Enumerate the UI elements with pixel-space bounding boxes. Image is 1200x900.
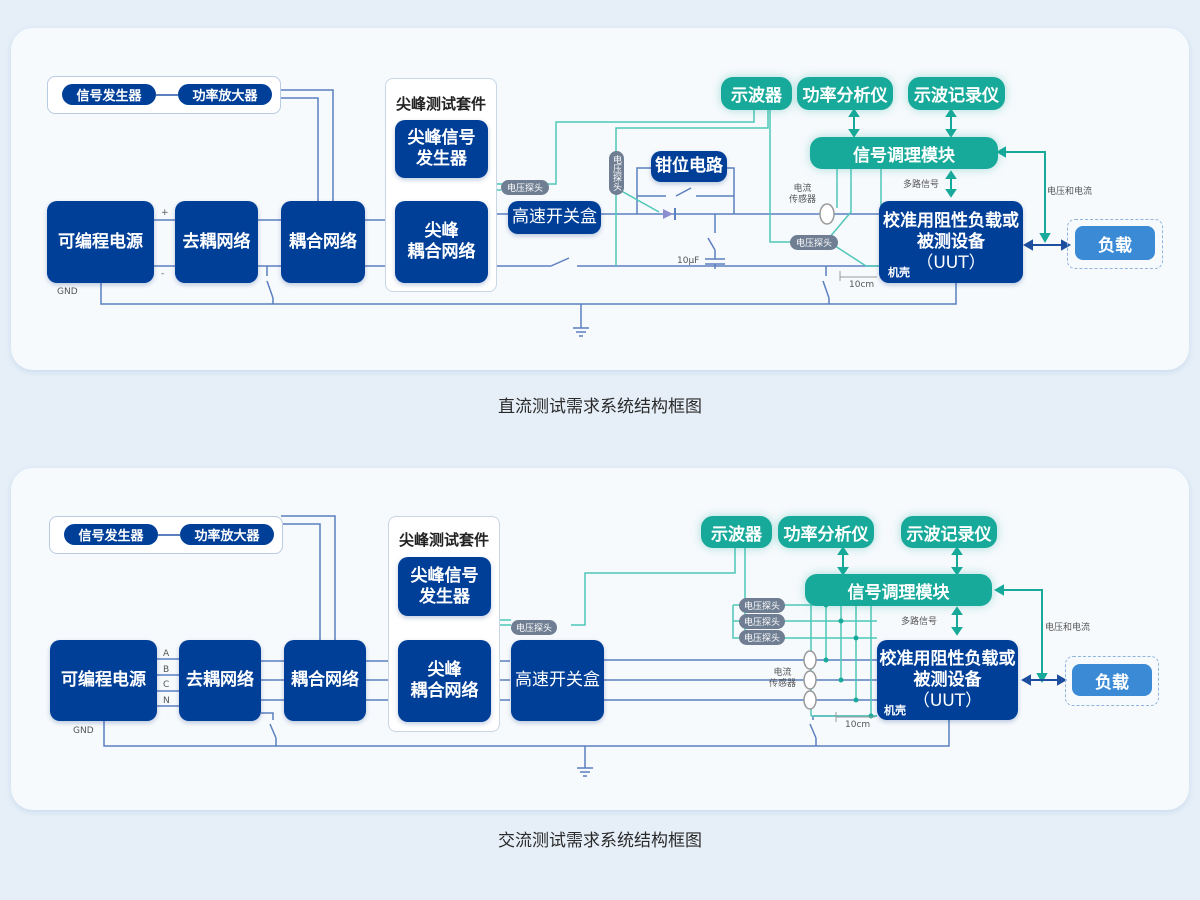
current-sensor-icon xyxy=(819,203,835,225)
spike-test-suite: 尖峰测试套件 尖峰信号 发生器 尖峰 耦合网络 xyxy=(385,78,497,292)
ac-current-sensor-line1: 电流 xyxy=(773,668,792,678)
uut-line1: 校准用阻性负载或 xyxy=(883,210,1019,231)
ac-load-frame: 负载 xyxy=(1065,656,1159,706)
ac-spike-generator-line1: 尖峰信号 xyxy=(410,565,479,586)
ac-spike-coupling-block: 尖峰 耦合网络 xyxy=(398,640,491,722)
ac-distance-label: 10cm xyxy=(845,720,871,730)
high-speed-switch-box: 高速开关盒 xyxy=(508,201,601,234)
spike-coupling-line1: 尖峰 xyxy=(424,221,459,241)
ac-voltage-probe-1: 电压探头 xyxy=(739,598,785,613)
ac-voltage-probe-3: 电压探头 xyxy=(739,630,785,645)
phase-n-label: N xyxy=(163,696,170,706)
uut-line3: （UUT） xyxy=(916,252,986,273)
ac-multi-signal-label: 多路信号 xyxy=(901,617,938,627)
uut-block: 校准用阻性负载或 被测设备 （UUT） xyxy=(879,201,1023,283)
diode-icon xyxy=(663,209,673,219)
ac-caption: 交流测试需求系统结构框图 xyxy=(498,831,702,851)
plus-label: + xyxy=(161,208,169,218)
oscilloscope-block: 示波器 xyxy=(721,77,792,110)
ac-load-block: 负载 xyxy=(1072,664,1152,696)
ac-signal-generator-block: 信号发生器 xyxy=(64,524,158,545)
ac-coupling-network-block: 耦合网络 xyxy=(284,640,366,721)
ac-gnd-label: GND xyxy=(73,726,94,736)
ac-current-sensor-label: 电流 传感器 xyxy=(769,668,796,690)
ac-spike-generator-block: 尖峰信号 发生器 xyxy=(398,557,491,616)
suite-title: 尖峰测试套件 xyxy=(395,95,486,113)
decoupling-network-block: 去耦网络 xyxy=(175,201,258,283)
ac-oscilloscope-block: 示波器 xyxy=(701,516,772,548)
dc-caption: 直流测试需求系统结构框图 xyxy=(498,397,702,417)
spike-generator-line1: 尖峰信号 xyxy=(407,128,476,148)
ac-spike-coupling-line2: 耦合网络 xyxy=(410,681,479,701)
ac-high-speed-switch-box: 高速开关盒 xyxy=(511,640,604,721)
signal-source-group: 信号发生器 功率放大器 xyxy=(47,76,281,114)
voltage-probe-vertical: 电压探头 xyxy=(609,151,624,195)
ac-volt-current-label: 电压和电流 xyxy=(1045,623,1091,633)
ac-power-analyzer-block: 功率分析仪 xyxy=(778,516,874,548)
current-sensor-line1: 电流 xyxy=(793,184,812,194)
power-amplifier-block: 功率放大器 xyxy=(178,84,272,105)
spike-coupling-block: 尖峰 耦合网络 xyxy=(395,201,488,283)
voltage-probe-label: 电压探头 xyxy=(501,180,549,195)
ac-current-sensor-line2: 传感器 xyxy=(769,679,797,689)
ac-uut-line1: 校准用阻性负载或 xyxy=(879,648,1016,669)
ac-recorder-block: 示波记录仪 xyxy=(901,516,997,548)
recorder-block: 示波记录仪 xyxy=(908,77,1005,110)
programmable-supply-block: 可编程电源 xyxy=(47,201,154,283)
spike-coupling-line2: 耦合网络 xyxy=(407,242,476,262)
ac-uut-line3: （UUT） xyxy=(912,690,983,711)
dc-wiring xyxy=(100,89,1072,337)
ac-programmable-supply-block: 可编程电源 xyxy=(50,640,157,721)
capacitor-label: 10μF xyxy=(677,256,700,266)
ac-signal-source-group: 信号发生器 功率放大器 xyxy=(49,516,283,554)
ac-spike-generator-line2: 发生器 xyxy=(419,586,470,607)
coupling-network-block: 耦合网络 xyxy=(281,201,365,283)
current-sensor-label: 电流 传感器 xyxy=(789,184,816,206)
ac-uut-line2: 被测设备 xyxy=(913,669,982,690)
ac-suite-title: 尖峰测试套件 xyxy=(398,531,489,549)
current-sensor-b-icon xyxy=(803,670,817,690)
amp-to-coupling-wire xyxy=(279,89,334,201)
ac-spike-test-suite: 尖峰测试套件 尖峰信号 发生器 尖峰 耦合网络 xyxy=(388,516,500,732)
signal-generator-block: 信号发生器 xyxy=(62,84,156,105)
phase-a-label: A xyxy=(163,649,170,659)
chassis-label: 机壳 xyxy=(888,266,910,279)
load-block: 负载 xyxy=(1075,226,1155,260)
ac-power-amplifier-block: 功率放大器 xyxy=(180,524,274,545)
multi-signal-label: 多路信号 xyxy=(903,180,940,190)
gnd-label: GND xyxy=(57,287,78,297)
voltage-probe-label-uut: 电压探头 xyxy=(790,235,838,250)
dc-diagram-panel: 信号发生器 功率放大器 可编程电源 + - GND 去耦网络 耦合网络 尖峰测试… xyxy=(11,28,1189,370)
ac-wiring xyxy=(103,515,1068,777)
power-analyzer-block: 功率分析仪 xyxy=(797,77,893,110)
ac-diagram-panel: 信号发生器 功率放大器 可编程电源 A B C N GND 去耦网络 耦合网络 … xyxy=(11,468,1189,810)
phase-c-label: C xyxy=(163,680,170,690)
ac-spike-coupling-line1: 尖峰 xyxy=(427,660,462,680)
uut-line2: 被测设备 xyxy=(917,231,985,252)
phase-b-label: B xyxy=(163,665,170,675)
minus-label: - xyxy=(161,269,165,279)
signal-conditioning-block: 信号调理模块 xyxy=(810,137,998,169)
ac-decoupling-network-block: 去耦网络 xyxy=(179,640,261,721)
spike-generator-block: 尖峰信号 发生器 xyxy=(395,120,488,178)
ac-voltage-probe-label: 电压探头 xyxy=(511,620,557,635)
ac-uut-block: 校准用阻性负载或 被测设备 （UUT） xyxy=(877,640,1018,720)
ac-signal-conditioning-block: 信号调理模块 xyxy=(805,574,992,606)
current-sensor-line2: 传感器 xyxy=(789,195,817,205)
volt-current-label: 电压和电流 xyxy=(1047,187,1093,197)
current-sensor-a-icon xyxy=(803,650,817,670)
clamp-circuit-block: 钳位电路 xyxy=(651,151,727,182)
spike-generator-line2: 发生器 xyxy=(416,149,467,169)
ac-voltage-probe-2: 电压探头 xyxy=(739,614,785,629)
load-frame: 负载 xyxy=(1067,219,1163,269)
distance-label: 10cm xyxy=(849,280,875,290)
ac-chassis-label: 机壳 xyxy=(884,704,906,717)
current-sensor-c-icon xyxy=(803,690,817,710)
